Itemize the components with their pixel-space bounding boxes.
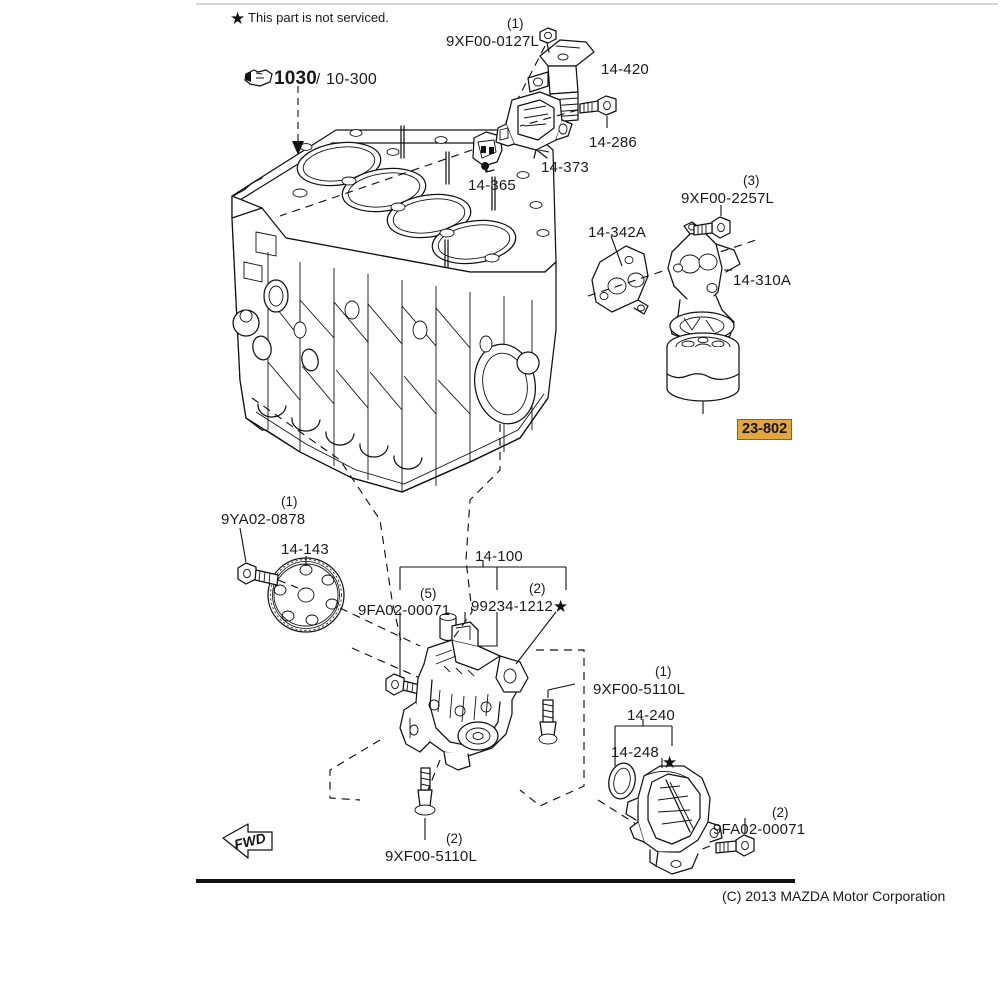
leader-14-365: [279, 149, 473, 217]
part-14-365-illustration: [472, 131, 503, 173]
assembly-route-left: [251, 397, 403, 647]
reference-section[interactable]: 10-300: [326, 71, 378, 88]
callout-99234-1212[interactable]: 99234-1212: [471, 598, 554, 615]
note-not-serviced: This part is not serviced.: [248, 10, 389, 25]
qty-9XF00-2257L: (3): [743, 173, 760, 188]
part-14-310A-illustration: [667, 221, 741, 345]
part-9XF00-2257L-illustration: [693, 216, 731, 239]
part-14-286-illustration: [579, 95, 617, 128]
assembly-route-right: [519, 649, 585, 807]
part-23-802-illustration: [666, 332, 740, 414]
callout-9FA02-00071-upper[interactable]: 9FA02-00071: [358, 602, 451, 619]
callout-14-420[interactable]: 14-420: [601, 61, 649, 78]
callout-14-248[interactable]: 14-248: [611, 744, 659, 761]
callout-9FA02-00071-lower[interactable]: 9FA02-00071: [713, 821, 806, 838]
highlighted-part-23-802[interactable]: 23-802: [737, 419, 793, 440]
part-14-342A-illustration: [591, 245, 649, 315]
callout-14-286[interactable]: 14-286: [589, 134, 637, 151]
qty-99234-1212: (2): [529, 581, 546, 596]
qty-9YA02-0878: (1): [281, 494, 298, 509]
reference-separator: /: [316, 71, 321, 88]
callout-9YA02-0878[interactable]: 9YA02-0878: [221, 511, 306, 528]
part-9FA02-00071-lower-illustration: [715, 818, 755, 857]
leader-housing-align: [597, 799, 637, 825]
callout-14-240[interactable]: 14-240: [627, 707, 675, 724]
leader-14-373: [538, 149, 550, 153]
copyright-notice: (C) 2013 MAZDA Motor Corporation: [722, 888, 946, 904]
leader-star-pump: [515, 611, 557, 665]
qty-9XF00-5110L-upper: (1): [655, 664, 672, 679]
callout-14-365[interactable]: 14-365: [468, 177, 516, 194]
qty-9FA02-00071-lower: (2): [772, 805, 789, 820]
callout-14-100[interactable]: 14-100: [475, 548, 523, 565]
part-9XF00-5110L-lower-illustration: [414, 767, 436, 840]
reference-code[interactable]: 1030: [274, 68, 318, 89]
qty-9XF00-0127L: (1): [507, 16, 524, 31]
part-14-143-illustration: [267, 557, 345, 633]
callout-14-342A[interactable]: 14-342A: [588, 224, 647, 241]
leader-14-342A: [610, 235, 623, 267]
star-oil-pump: ★: [553, 597, 569, 616]
callout-14-373[interactable]: 14-373: [541, 159, 589, 176]
leader-9YA02-0878: [239, 527, 247, 563]
star-glyph-note: ★: [230, 9, 246, 28]
callout-9XF00-5110L-upper[interactable]: 9XF00-5110L: [593, 681, 685, 698]
leader-9FA02-align-1: [351, 647, 471, 701]
callout-14-143[interactable]: 14-143: [281, 541, 329, 558]
part-9YA02-0878-illustration: [237, 562, 279, 586]
bracket-14-100: [399, 560, 567, 590]
fwd-arrow-marker: [222, 823, 273, 859]
pointing-hand-icon: [244, 69, 273, 87]
part-14-100-illustration: [399, 621, 529, 771]
star-oil-pump-housing: ★: [662, 753, 678, 772]
callout-14-310A[interactable]: 14-310A: [733, 272, 792, 289]
part-14-373-illustration: [495, 91, 573, 159]
part-9XF00-0127L-illustration: [539, 27, 557, 53]
qty-9FA02-00071-upper: (5): [420, 586, 437, 601]
callout-9XF00-2257L[interactable]: 9XF00-2257L: [681, 190, 775, 207]
callout-9XF00-0127L[interactable]: 9XF00-0127L: [446, 33, 540, 50]
leader-14-143-align: [339, 607, 421, 647]
part-14-248-illustration: [608, 762, 636, 800]
assembly-route-center: [451, 424, 501, 641]
part-14-240-illustration: [625, 765, 723, 875]
bracket-14-240: [614, 719, 673, 754]
qty-9XF00-5110L-lower: (2): [446, 831, 463, 846]
part-9XF00-5110L-upper-illustration: [538, 683, 576, 745]
part-14-420-illustration: [527, 39, 595, 123]
leader-5110L-lower-align: [427, 759, 441, 791]
callout-9XF00-5110L-lower[interactable]: 9XF00-5110L: [385, 848, 477, 865]
engine-block-illustration: [231, 125, 557, 493]
leader-14-286: [519, 109, 579, 127]
assembly-route-bottom: [329, 739, 381, 801]
